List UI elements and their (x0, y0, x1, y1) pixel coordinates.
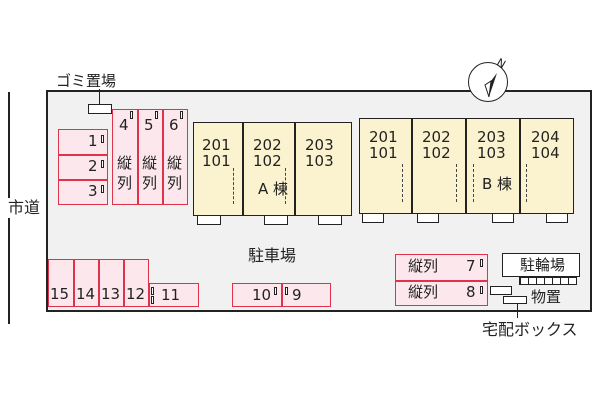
car-stop-icon (101, 135, 104, 143)
parking-group-left (58, 129, 108, 205)
building-b-label: B 棟 (482, 175, 513, 193)
garbage-area (88, 104, 112, 114)
parking-divider (73, 259, 75, 307)
unit-a-101: 101 (202, 152, 231, 170)
car-stop-icon (151, 287, 154, 295)
unit-divider (411, 118, 413, 214)
car-stop-icon (480, 259, 483, 267)
unit-divider (294, 122, 296, 216)
unit-divider (519, 118, 521, 214)
storage-label: 物置 (531, 288, 562, 306)
unit-b-104: 104 (531, 144, 560, 162)
entrance-porch (417, 213, 439, 223)
unit-a-102: 102 (253, 152, 282, 170)
car-stop-icon (101, 185, 104, 193)
entrance-porch (492, 213, 514, 223)
parking-slot-8-note: 縦列 (408, 283, 439, 301)
parking-divider (58, 154, 108, 156)
parking-slot-9: 9 (292, 286, 302, 304)
unit-a-203: 203 (305, 136, 334, 154)
north-arrow-icon (468, 62, 508, 102)
entrance-porch (264, 215, 288, 225)
unit-b-101: 101 (369, 144, 398, 162)
parking-slot-4-note: 縦 列 (117, 154, 133, 193)
unit-b-204: 204 (531, 128, 560, 146)
parking-slot-8: 8 (466, 283, 476, 301)
parking-slot-11-box (149, 283, 199, 307)
garbage-leader-line (99, 89, 100, 104)
car-stop-icon (274, 287, 277, 295)
parking-divider (137, 109, 139, 205)
parking-divider (395, 280, 488, 282)
car-stop-icon (151, 296, 154, 304)
interior-dashed-line (473, 164, 474, 202)
entrance-porch (362, 213, 384, 223)
interior-dashed-line (285, 168, 286, 204)
car-stop-icon (101, 160, 104, 168)
car-stop-icon (130, 111, 133, 119)
entrance-porch (318, 215, 342, 225)
car-stop-icon (155, 111, 158, 119)
garbage-label: ゴミ置場 (56, 72, 117, 90)
parking-divider (58, 179, 108, 181)
parking-slot-13: 13 (101, 285, 121, 303)
building-b (359, 118, 574, 214)
delivery-box-label: 宅配ボックス (482, 320, 578, 339)
unit-b-103: 103 (477, 144, 506, 162)
interior-dashed-line (526, 164, 527, 202)
parking-slot-5-note: 縦 列 (142, 154, 158, 193)
parking-slot-11: 11 (161, 286, 181, 304)
parking-slot-7: 7 (466, 257, 476, 275)
building-a-label: A 棟 (258, 180, 289, 198)
parking-label: 駐車場 (248, 246, 297, 265)
bike-rack-icon (519, 277, 577, 285)
car-stop-icon (480, 286, 483, 294)
bike-parking-label: 駐輪場 (520, 256, 566, 274)
parking-divider (281, 283, 283, 307)
entrance-porch (546, 213, 568, 223)
parking-slot-7-note: 縦列 (408, 257, 439, 275)
interior-dashed-line (402, 164, 403, 202)
parking-slot-4: 4 (119, 116, 129, 134)
parking-slot-1: 1 (88, 132, 98, 150)
car-stop-icon (285, 287, 288, 295)
delivery-box (490, 286, 512, 295)
parking-slot-6-note: 縦 列 (167, 154, 183, 193)
unit-b-201: 201 (369, 128, 398, 146)
car-stop-icon (180, 111, 183, 119)
parking-slot-15: 15 (50, 285, 70, 303)
unit-a-103: 103 (305, 152, 334, 170)
unit-b-203: 203 (477, 128, 506, 146)
unit-b-202: 202 (422, 128, 451, 146)
parking-divider (123, 259, 125, 307)
parking-slot-14: 14 (76, 285, 96, 303)
entrance-porch (197, 215, 221, 225)
unit-divider (242, 122, 244, 216)
parking-slot-2: 2 (88, 157, 98, 175)
parking-slot-10: 10 (252, 286, 272, 304)
interior-dashed-line (233, 168, 234, 204)
parking-group-vertical (112, 109, 188, 205)
road-label: 市道 (8, 198, 41, 218)
delivery-box-leader-line (517, 304, 518, 318)
unit-b-102: 102 (422, 144, 451, 162)
parking-slot-12: 12 (126, 285, 146, 303)
parking-divider (98, 259, 100, 307)
compass-needle-icon (484, 73, 497, 98)
unit-a-201: 201 (202, 136, 231, 154)
parking-divider (162, 109, 164, 205)
parking-slot-5: 5 (144, 116, 154, 134)
parking-slot-6: 6 (169, 116, 179, 134)
interior-dashed-line (456, 164, 457, 202)
unit-divider (465, 118, 467, 214)
delivery-box-unit (503, 296, 527, 304)
bike-parking (502, 253, 580, 277)
unit-a-202: 202 (253, 136, 282, 154)
parking-slot-3: 3 (88, 182, 98, 200)
